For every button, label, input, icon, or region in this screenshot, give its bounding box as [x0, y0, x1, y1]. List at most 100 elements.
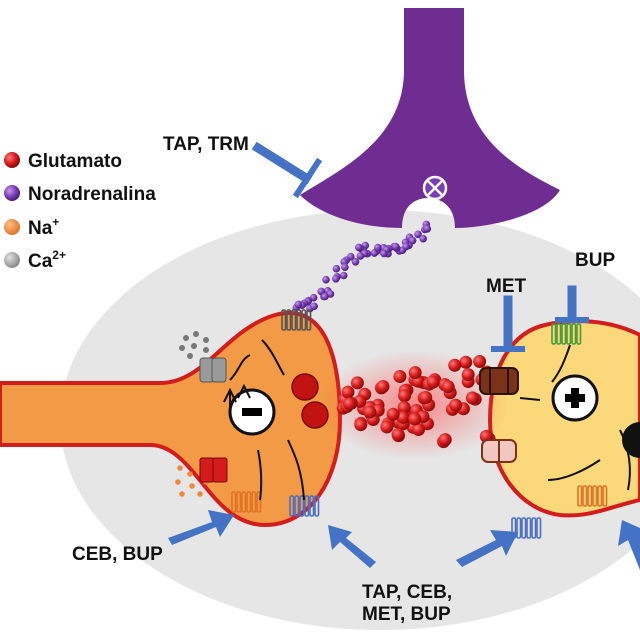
noradrenaline-molecule: [374, 243, 382, 252]
postsynaptic-green-receptor: [571, 323, 577, 345]
postsynaptic-orange-receptor: [587, 485, 593, 507]
calcium-ions: [179, 331, 209, 359]
presynaptic-orange-receptor: [231, 491, 237, 513]
legend-item-glutamato: Glutamato: [4, 151, 122, 172]
glutamate-molecule: [391, 428, 405, 441]
legend-label-calcium: Ca2+: [28, 248, 66, 272]
presynaptic-autoreceptor: [286, 309, 292, 331]
activation-arrow: [519, 397, 541, 401]
glutamate-molecule: [396, 410, 410, 424]
presynaptic-autoreceptor: [301, 309, 307, 331]
sodium-ion: [187, 471, 193, 477]
noradrenaline-molecule: [322, 275, 330, 284]
glutamate-molecule: [354, 418, 368, 432]
postsynaptic-green-receptor: [576, 323, 582, 345]
glutamate-molecule: [376, 380, 390, 393]
noradrenalina-swatch: [4, 185, 20, 201]
noradrenaline-molecule: [414, 230, 422, 239]
postsynaptic-green-receptor: [566, 323, 572, 345]
legend-item-calcium: Ca2+: [4, 248, 66, 272]
calcium-ion: [187, 353, 193, 359]
noradrenaline-molecule: [402, 242, 410, 251]
glutamate-molecule: [441, 380, 455, 394]
postsynaptic-green-receptor: [561, 323, 567, 345]
glutamate-molecule: [380, 420, 394, 434]
glutamate-molecule: [397, 401, 411, 414]
glutamate-molecule: [386, 407, 400, 421]
glutamate-molecule: [465, 391, 479, 405]
receptors: [231, 309, 608, 539]
glutamate-molecule: [408, 412, 422, 426]
ampa-receptor: [481, 439, 517, 463]
postsynaptic-signaling-lines: [547, 344, 631, 491]
noradrenaline-molecule: [339, 271, 348, 280]
postsynaptic-orange-receptor: [582, 485, 588, 507]
presynaptic-autoreceptor: [296, 309, 302, 331]
noradrenaline-molecules: [292, 220, 432, 313]
sodium-ions: [175, 465, 209, 497]
noradrenaline-molecule: [423, 225, 432, 233]
presynaptic-blue-receptor: [304, 495, 310, 517]
calcium-ion: [203, 347, 209, 353]
drug-label-tap-ceb: TAP, CEB,: [362, 582, 452, 603]
presynaptic-signaling-lines: [229, 339, 305, 501]
presynaptic-autoreceptor: [291, 309, 297, 331]
postsynaptic-orange-receptor: [602, 485, 608, 507]
glutamate-molecule: [459, 355, 473, 369]
arrow-ceb-bup: [168, 510, 234, 545]
sodium-ion: [179, 491, 185, 497]
sodium-ion: [189, 483, 195, 489]
drug-label-bup: BUP: [575, 250, 615, 271]
glutamate-molecule: [408, 366, 422, 380]
calcium-channel: [199, 357, 227, 383]
noradrenaline-molecule: [341, 263, 349, 272]
presynaptic-orange-receptor: [241, 491, 247, 513]
calcium-ion: [203, 337, 209, 343]
drug-label-met-bup: MET, BUP: [362, 604, 451, 625]
legend-item-sodium: Na+: [4, 215, 59, 239]
drug-label-met: MET: [486, 276, 527, 297]
glutamate-vesicle: [291, 373, 319, 401]
sodium-swatch: [4, 219, 20, 235]
noradrenaline-molecule: [356, 252, 365, 260]
calcium-swatch: [4, 252, 20, 268]
postsynaptic-blue-receptor: [521, 517, 527, 539]
drug-inhibition-arrows: [251, 141, 589, 352]
sodium-channel: [199, 457, 228, 483]
drug-activation-arrows: [168, 510, 640, 570]
ion-icon-partial: [622, 422, 640, 458]
noradrenaline-molecule: [332, 264, 341, 273]
noradrenaline-molecule: [380, 249, 388, 258]
glutamate-molecule: [473, 355, 487, 368]
glutamate-molecule: [438, 433, 452, 447]
drug-label-ceb-bup: CEB, BUP: [72, 544, 163, 565]
glutamate-molecule: [449, 398, 463, 412]
legend-label-sodium: Na+: [28, 215, 59, 239]
noradrenaline-molecule: [332, 275, 340, 283]
postsynaptic-green-receptor: [551, 323, 557, 345]
glutamate-molecule: [393, 370, 407, 383]
presynaptic-orange-receptor: [256, 491, 262, 513]
legend: Glutamato Noradrenalina Na+ Ca2+: [4, 151, 156, 272]
glutamate-vesicle: [301, 401, 329, 429]
nmda-receptor: [479, 367, 519, 395]
sodium-ion: [175, 479, 181, 485]
glutamate-molecule: [448, 358, 462, 372]
glutamate-molecule: [419, 391, 433, 404]
presynaptic-blue-receptor: [309, 495, 315, 517]
presynaptic-orange-receptor: [236, 491, 242, 513]
drug-label-tap-trm: TAP, TRM: [163, 134, 249, 155]
presynaptic-blue-receptor: [314, 495, 320, 517]
noradrenaline-molecule: [310, 302, 318, 311]
arrow-center-right: [456, 530, 518, 567]
sodium-ion: [177, 465, 183, 471]
legend-label-noradrenalina: Noradrenalina: [28, 184, 156, 205]
postsynaptic-blue-receptor: [516, 517, 522, 539]
noradrenaline-molecule: [351, 258, 360, 266]
postsynaptic-blue-receptor: [536, 517, 542, 539]
noradrenergic-neuron: [300, 8, 560, 228]
presynaptic-blue-receptor: [289, 495, 295, 517]
noradrenaline-molecule: [391, 242, 400, 251]
legend-item-noradrenalina: Noradrenalina: [4, 184, 156, 205]
